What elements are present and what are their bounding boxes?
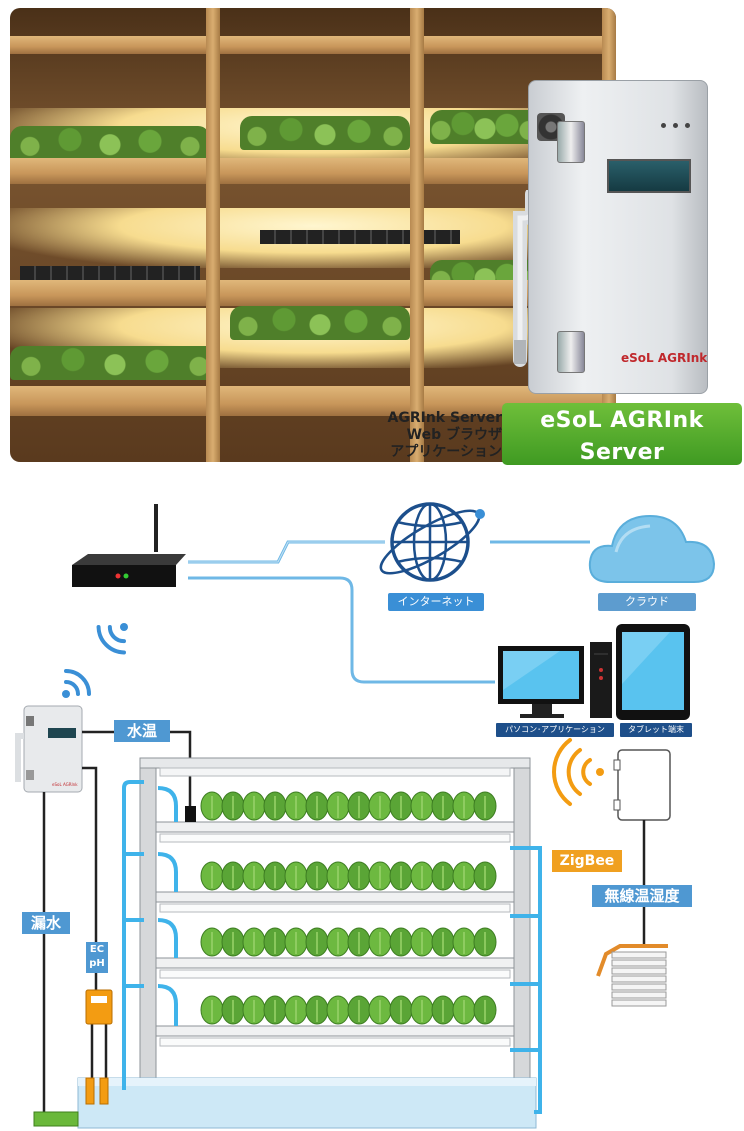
plant-row [230, 306, 410, 340]
temp-humidity-sensor-icon [596, 944, 668, 1007]
shelf-column [410, 8, 424, 462]
led-indicator [685, 123, 690, 128]
cloud-icon [588, 514, 716, 583]
device-logo: eSoL AGRInk [621, 351, 708, 365]
caption-line: Web ブラウザ [406, 427, 502, 443]
product-name: eSoL AGRInk Server [540, 408, 704, 465]
leak-sensor [33, 1111, 79, 1127]
leak-label: 漏水 [22, 912, 70, 934]
lettuce-rows [200, 791, 497, 1025]
agrink-device: eSoL AGRInk [528, 80, 708, 394]
plant-row [10, 126, 210, 160]
pc-tower-icon [590, 642, 612, 718]
water-temp-label: 水温 [114, 720, 170, 742]
hinge [557, 121, 585, 163]
temp-humidity-label: 無線温湿度 [592, 885, 692, 907]
svg-text:eSoL AGRInk: eSoL AGRInk [52, 782, 78, 787]
internet-label: インターネット [388, 593, 484, 611]
ec-ph-meter [85, 989, 113, 1105]
network-cables [188, 540, 590, 684]
water-pipes [122, 780, 542, 1114]
caption-line: AGRInk Server [387, 410, 502, 426]
caption-line: アプリケーション [390, 444, 502, 460]
plant-row [240, 116, 410, 150]
monitor-icon [498, 646, 584, 718]
led-indicator [673, 123, 678, 128]
router-icon [72, 504, 186, 587]
device-display [607, 159, 691, 193]
hydroponic-rack [77, 757, 537, 1129]
ec-text: EC [89, 944, 105, 955]
led-indicator [661, 123, 666, 128]
shelf-board [10, 36, 616, 54]
plant-row [10, 346, 220, 380]
agrink-device-small: eSoL AGRInk [15, 705, 83, 793]
plant-row [430, 110, 540, 144]
ph-text: pH [89, 958, 105, 969]
tablet-icon [616, 624, 690, 720]
seedling-tray [20, 266, 200, 280]
shelf-board [10, 158, 616, 184]
water-temp-probe [185, 806, 196, 822]
shelf-column [206, 8, 220, 462]
pc-app-label: パソコン･アプリケーション [496, 723, 614, 737]
zigbee-label: ZigBee [552, 850, 622, 872]
system-diagram: eSoL AGRInk [15, 502, 716, 1129]
tablet-label: タブレット端末 [620, 723, 692, 737]
seedling-tray [260, 230, 460, 244]
wifi-icon [62, 669, 91, 698]
product-subtitle: （植物工場向け仕様） [552, 471, 692, 487]
globe-icon [379, 502, 485, 582]
ec-ph-label: EC pH [86, 942, 108, 973]
wireless-sensor-box [613, 749, 671, 946]
web-app-caption: AGRInk Server Web ブラウザ アプリケーション [352, 410, 502, 461]
wireless-signal-icon [552, 738, 604, 806]
hinge [557, 331, 585, 373]
product-badge: eSoL AGRInk Server （植物工場向け仕様） [502, 403, 742, 487]
wifi-icon [96, 623, 128, 655]
cloud-label: クラウド [598, 593, 696, 611]
